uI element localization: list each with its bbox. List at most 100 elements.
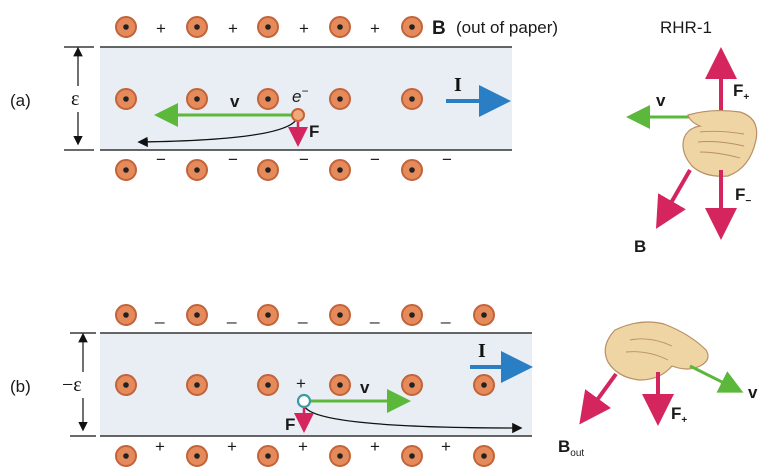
charge-signs-bottom-a: − − − − − <box>156 150 452 169</box>
minus-sign: − <box>442 150 452 169</box>
emf-bracket-a <box>64 46 94 151</box>
plus-sign: + <box>228 19 238 38</box>
b-dot <box>257 304 279 326</box>
b-dot <box>329 374 351 396</box>
b-dot <box>257 159 279 181</box>
emf-bracket-b <box>70 332 96 437</box>
velocity-label-hand-b: v <box>748 383 758 402</box>
current-label-b: I <box>478 340 486 362</box>
b-dot <box>115 304 137 326</box>
b-field-dots-bottom-b <box>115 445 495 467</box>
force-plus-label: F+ <box>733 81 749 103</box>
minus-sign: _ <box>154 305 165 324</box>
conductor-strip-b <box>100 333 532 436</box>
b-dot <box>186 445 208 467</box>
plus-sign: + <box>370 19 380 38</box>
b-dot <box>329 445 351 467</box>
velocity-label-a: v <box>230 92 240 111</box>
plus-sign: + <box>441 437 451 456</box>
velocity-arrow-hand-b <box>689 364 744 393</box>
emf-label-b: −ε <box>62 374 82 396</box>
hand-icon <box>604 321 709 381</box>
b-dot <box>257 374 279 396</box>
b-field-symbol: B <box>432 18 446 39</box>
b-dot <box>401 445 423 467</box>
b-dot <box>329 304 351 326</box>
b-dot <box>186 16 208 38</box>
b-field-arrow-hand-a <box>656 169 692 229</box>
minus-sign: _ <box>297 305 308 324</box>
b-dot <box>329 88 351 110</box>
force-plus-label-b: F+ <box>671 404 687 426</box>
b-dot <box>115 374 137 396</box>
emf-label-a: ε <box>71 88 79 110</box>
charge-signs-top-a: + + + + <box>156 19 380 38</box>
b-dot <box>473 304 495 326</box>
minus-sign: − <box>156 150 166 169</box>
panel-label-a: (a) <box>10 91 31 110</box>
minus-sign: − <box>370 150 380 169</box>
minus-sign: _ <box>369 305 380 324</box>
b-field-label-hand-a: B <box>634 237 646 256</box>
b-dot <box>329 16 351 38</box>
charge-signs-bottom-b: + + + + + <box>155 437 451 456</box>
current-label-a: I <box>454 74 462 96</box>
minus-sign: − <box>228 150 238 169</box>
b-dot <box>115 445 137 467</box>
electron-label: e− <box>292 84 308 106</box>
b-field-dots-top-b <box>115 304 495 326</box>
b-dot <box>257 88 279 110</box>
b-field-dots-top-a <box>115 16 423 38</box>
charge-signs-top-b: _ _ _ _ _ <box>154 305 451 324</box>
velocity-label-b: v <box>360 378 370 397</box>
electron-trajectory-a <box>137 119 297 148</box>
right-hand-rule-b: v F+ Bout <box>558 321 758 459</box>
b-field-dots-bottom-a <box>115 159 423 181</box>
b-dot <box>401 159 423 181</box>
plus-sign: + <box>156 19 166 38</box>
b-field-dots-middle-a <box>115 88 423 110</box>
hand-icon <box>682 109 758 177</box>
b-dot <box>473 445 495 467</box>
positive-charge-trajectory-b <box>304 406 523 434</box>
b-dot <box>329 159 351 181</box>
plus-sign: + <box>299 19 309 38</box>
velocity-label-hand-a: v <box>656 91 666 110</box>
b-dot <box>257 445 279 467</box>
b-dot <box>115 16 137 38</box>
b-dot <box>115 159 137 181</box>
minus-sign: _ <box>440 305 451 324</box>
positive-charge <box>296 393 312 409</box>
b-dot <box>401 304 423 326</box>
b-dot <box>186 304 208 326</box>
b-field-label-hand-b: Bout <box>558 437 584 459</box>
force-label-b: F <box>285 415 295 434</box>
panel-label-b: (b) <box>10 377 31 396</box>
b-dot <box>115 88 137 110</box>
rhr-title: RHR-1 <box>660 18 712 37</box>
panel-b: −ε (b) _ _ _ _ _ v + <box>10 304 533 467</box>
conductor-strip-a <box>100 47 512 150</box>
electron <box>291 108 305 122</box>
b-field-caption: (out of paper) <box>456 18 558 37</box>
b-dot <box>257 16 279 38</box>
plus-sign: + <box>227 437 237 456</box>
plus-sign: + <box>370 437 380 456</box>
b-dot <box>186 159 208 181</box>
force-label-a: F <box>309 122 319 141</box>
b-field-arrow-hand-b <box>579 372 618 425</box>
right-hand-rule-a: RHR-1 F+ v F− B <box>626 18 758 256</box>
b-dot <box>401 16 423 38</box>
positive-charge-label: + <box>296 374 306 393</box>
plus-sign: + <box>155 437 165 456</box>
force-minus-label: F− <box>735 185 751 207</box>
b-dot <box>401 88 423 110</box>
minus-sign: _ <box>226 305 237 324</box>
b-dot <box>186 88 208 110</box>
b-dot <box>186 374 208 396</box>
b-dot <box>473 374 495 396</box>
panel-a: ε (a) + + + + B (out of paper) <box>10 16 558 181</box>
minus-sign: − <box>299 150 309 169</box>
plus-sign: + <box>298 437 308 456</box>
